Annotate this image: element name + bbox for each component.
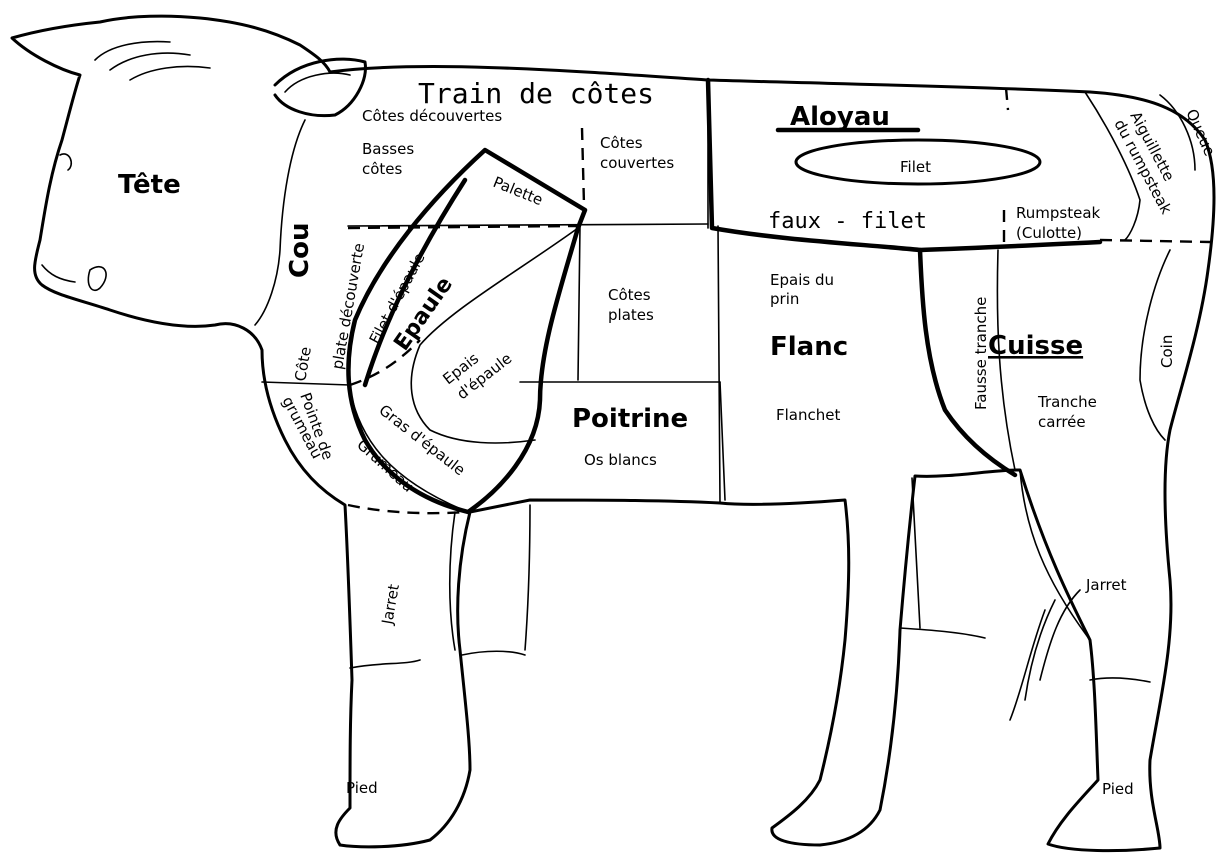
label-cote-plate-decouverte: plate découverte [328,242,368,371]
label-palette: Palette [491,173,546,209]
label-poitrine: Poitrine [572,404,688,434]
label-cotes-decouvertes: Côtes découvertes [362,107,502,125]
label-basses-cotes-2: côtes [362,160,403,178]
label-jarret-back: Jarret [1085,576,1127,594]
label-grumeau: Grumeau [353,436,417,496]
label-jarret-front: Jarret [378,583,403,627]
label-tranche-carree-1: Tranche [1037,393,1097,411]
label-tranche-carree-2: carrée [1038,413,1086,431]
label-cotes-couvertes-1: Côtes [600,134,643,152]
label-cotes-plates-2: plates [608,306,654,324]
label-pied-front: Pied [346,779,378,797]
label-coin: Coin [1158,335,1176,368]
label-epais-du-prin-1: Epais du [770,271,834,289]
label-cote: Côte [291,345,315,382]
label-cuisse: Cuisse [988,331,1083,361]
label-train-de-cotes: Train de côtes [418,77,654,110]
label-flanc: Flanc [770,332,848,362]
label-epais-du-prin-2: prin [770,290,799,308]
label-faux-filet: faux - filet [768,209,927,234]
label-rumpsteak: Rumpsteak [1016,204,1101,222]
label-cotes-plates-1: Côtes [608,286,651,304]
label-aloyau: Aloyau [790,102,890,132]
label-tete: Tête [118,170,181,200]
label-cotes-couvertes-2: couvertes [600,154,674,172]
label-culotte: (Culotte) [1016,224,1082,242]
label-filet: Filet [900,158,931,176]
label-os-blancs: Os blancs [584,451,657,469]
label-pied-back: Pied [1102,780,1134,798]
label-queue: Queue [1182,106,1218,158]
label-flanchet: Flanchet [776,406,840,424]
label-cou: Cou [285,223,315,278]
label-basses-cotes-1: Basses [362,140,414,158]
